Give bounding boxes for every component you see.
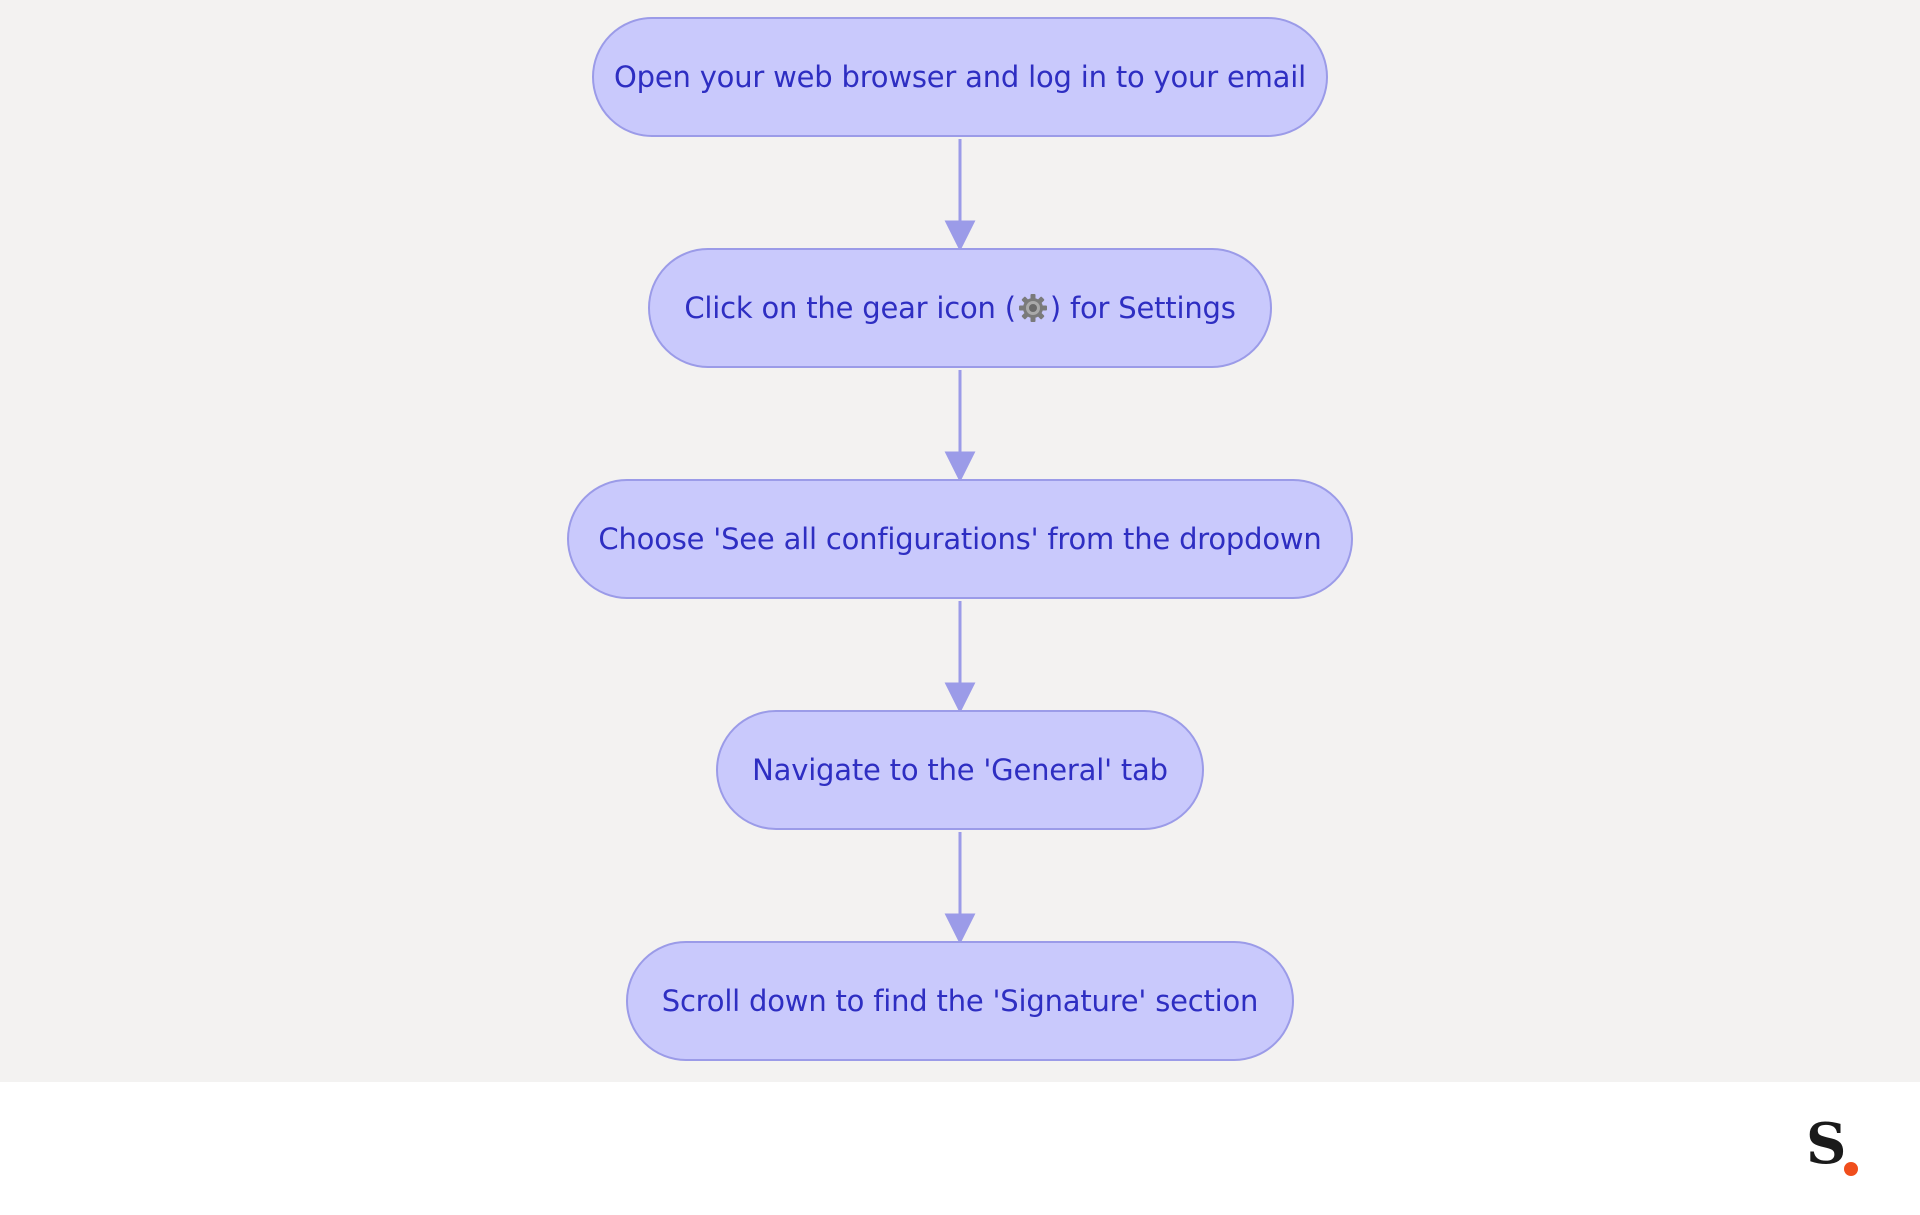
step-5-label: Scroll down to find the 'Signature' sect… [661,984,1259,1018]
arrowhead-3-4 [944,682,976,714]
step-2-label-after: ) for Settings [1049,291,1236,325]
brand-logo: S [1806,1116,1866,1182]
step-2-label-before: Click on the gear icon ( [684,291,1016,325]
logo-dot [1844,1162,1858,1176]
gear-icon [1018,293,1048,323]
arrowhead-4-5 [944,913,976,945]
step-2-node: Click on the gear icon ( ) for Settin [648,248,1272,368]
step-1-node: Open your web browser and log in to your… [592,17,1328,137]
step-3-label: Choose 'See all configurations' from the… [598,522,1322,556]
arrowhead-2-3 [944,451,976,483]
step-4-label: Navigate to the 'General' tab [752,753,1168,787]
step-4-node: Navigate to the 'General' tab [716,710,1204,830]
flowchart-edges [944,139,976,945]
step-1-label: Open your web browser and log in to your… [614,60,1306,94]
arrowhead-1-2 [944,220,976,252]
flowchart-canvas: Open your web browser and log in to your… [0,0,1920,1082]
logo-letter: S [1806,1111,1847,1177]
step-3-node: Choose 'See all configurations' from the… [567,479,1353,599]
step-5-node: Scroll down to find the 'Signature' sect… [626,941,1294,1061]
